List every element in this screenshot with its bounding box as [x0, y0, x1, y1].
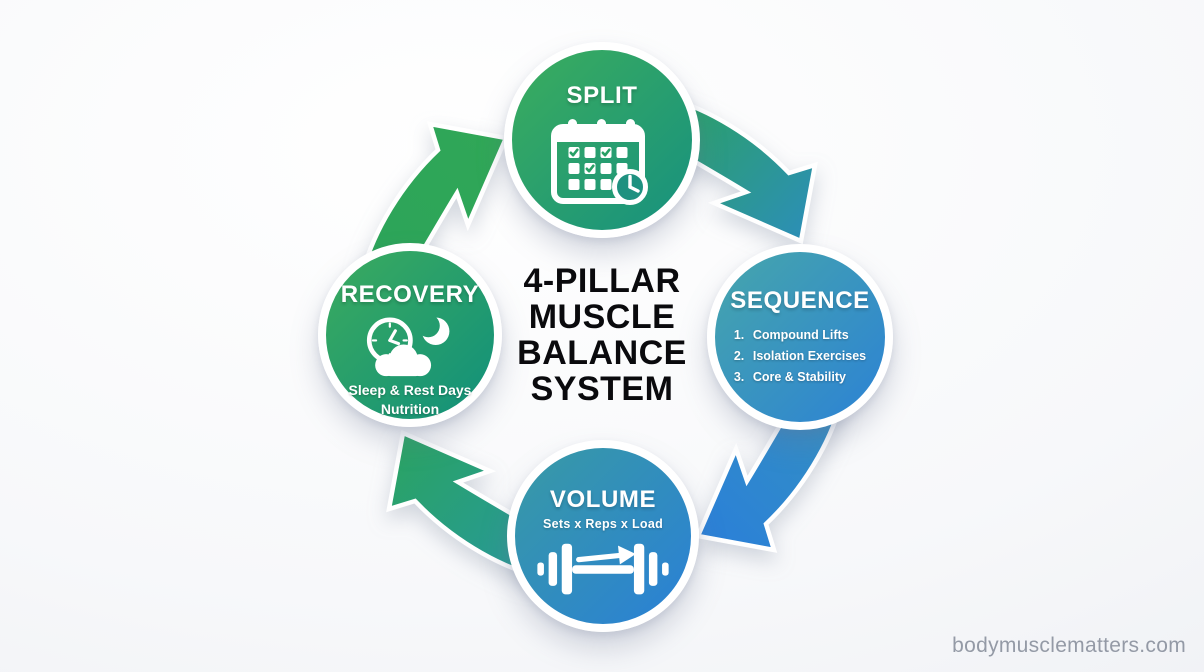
- list-item-number: 3.: [733, 370, 745, 384]
- pillar-sequence-title: SEQUENCE: [730, 287, 870, 314]
- list-item: 3. Core & Stability: [734, 367, 866, 388]
- pillar-sequence-disc: SEQUENCE 1. Compound Lifts 2. Isolation …: [707, 244, 893, 430]
- list-item: 1. Compound Lifts: [734, 325, 866, 346]
- watermark: bodymusclematters.com: [952, 634, 1186, 657]
- pillar-volume-subtitle: Sets x Reps x Load: [542, 517, 664, 531]
- pillar-volume-disc: VOLUME Sets x Reps x Load: [507, 440, 699, 632]
- sequence-list: 1. Compound Lifts 2. Isolation Exercises…: [734, 325, 866, 388]
- center-title-line: MUSCLE: [528, 298, 676, 336]
- pillar-recovery: RECOVERY: [318, 243, 502, 427]
- list-item-label: Isolation Exercises: [752, 349, 867, 363]
- calendar-check-clock-icon: [551, 119, 648, 205]
- pillar-recovery-disc: RECOVERY: [318, 243, 502, 427]
- recovery-line-2: Nutrition: [380, 401, 440, 417]
- pillar-recovery-lines: Sleep & Rest Days Nutrition: [349, 381, 472, 419]
- recovery-line-1: Sleep & Rest Days: [348, 382, 472, 398]
- list-item: 2. Isolation Exercises: [734, 346, 866, 367]
- list-item-number: 2.: [733, 349, 745, 363]
- pillar-split-disc: SPLIT: [504, 42, 700, 238]
- dumbbell-progress-arrow-icon: [537, 543, 669, 595]
- clock-moon-cloud-icon: [366, 317, 450, 377]
- pillar-volume-title: VOLUME: [549, 486, 657, 513]
- pillar-recovery-title: RECOVERY: [340, 281, 480, 308]
- list-item-label: Core & Stability: [752, 370, 846, 384]
- center-title-line: 4-PILLAR: [523, 262, 681, 300]
- pillar-split: SPLIT: [504, 42, 700, 238]
- center-title-line: BALANCE: [517, 334, 687, 372]
- center-title: 4-PILLAR MUSCLE BALANCE SYSTEM: [517, 263, 687, 407]
- center-title-line: SYSTEM: [530, 370, 674, 408]
- pillar-volume: VOLUME Sets x Reps x Load: [507, 440, 699, 632]
- list-item-number: 1.: [733, 328, 745, 342]
- pillar-sequence: SEQUENCE 1. Compound Lifts 2. Isolation …: [707, 244, 893, 430]
- list-item-label: Compound Lifts: [752, 328, 849, 342]
- pillar-split-title: SPLIT: [566, 82, 638, 109]
